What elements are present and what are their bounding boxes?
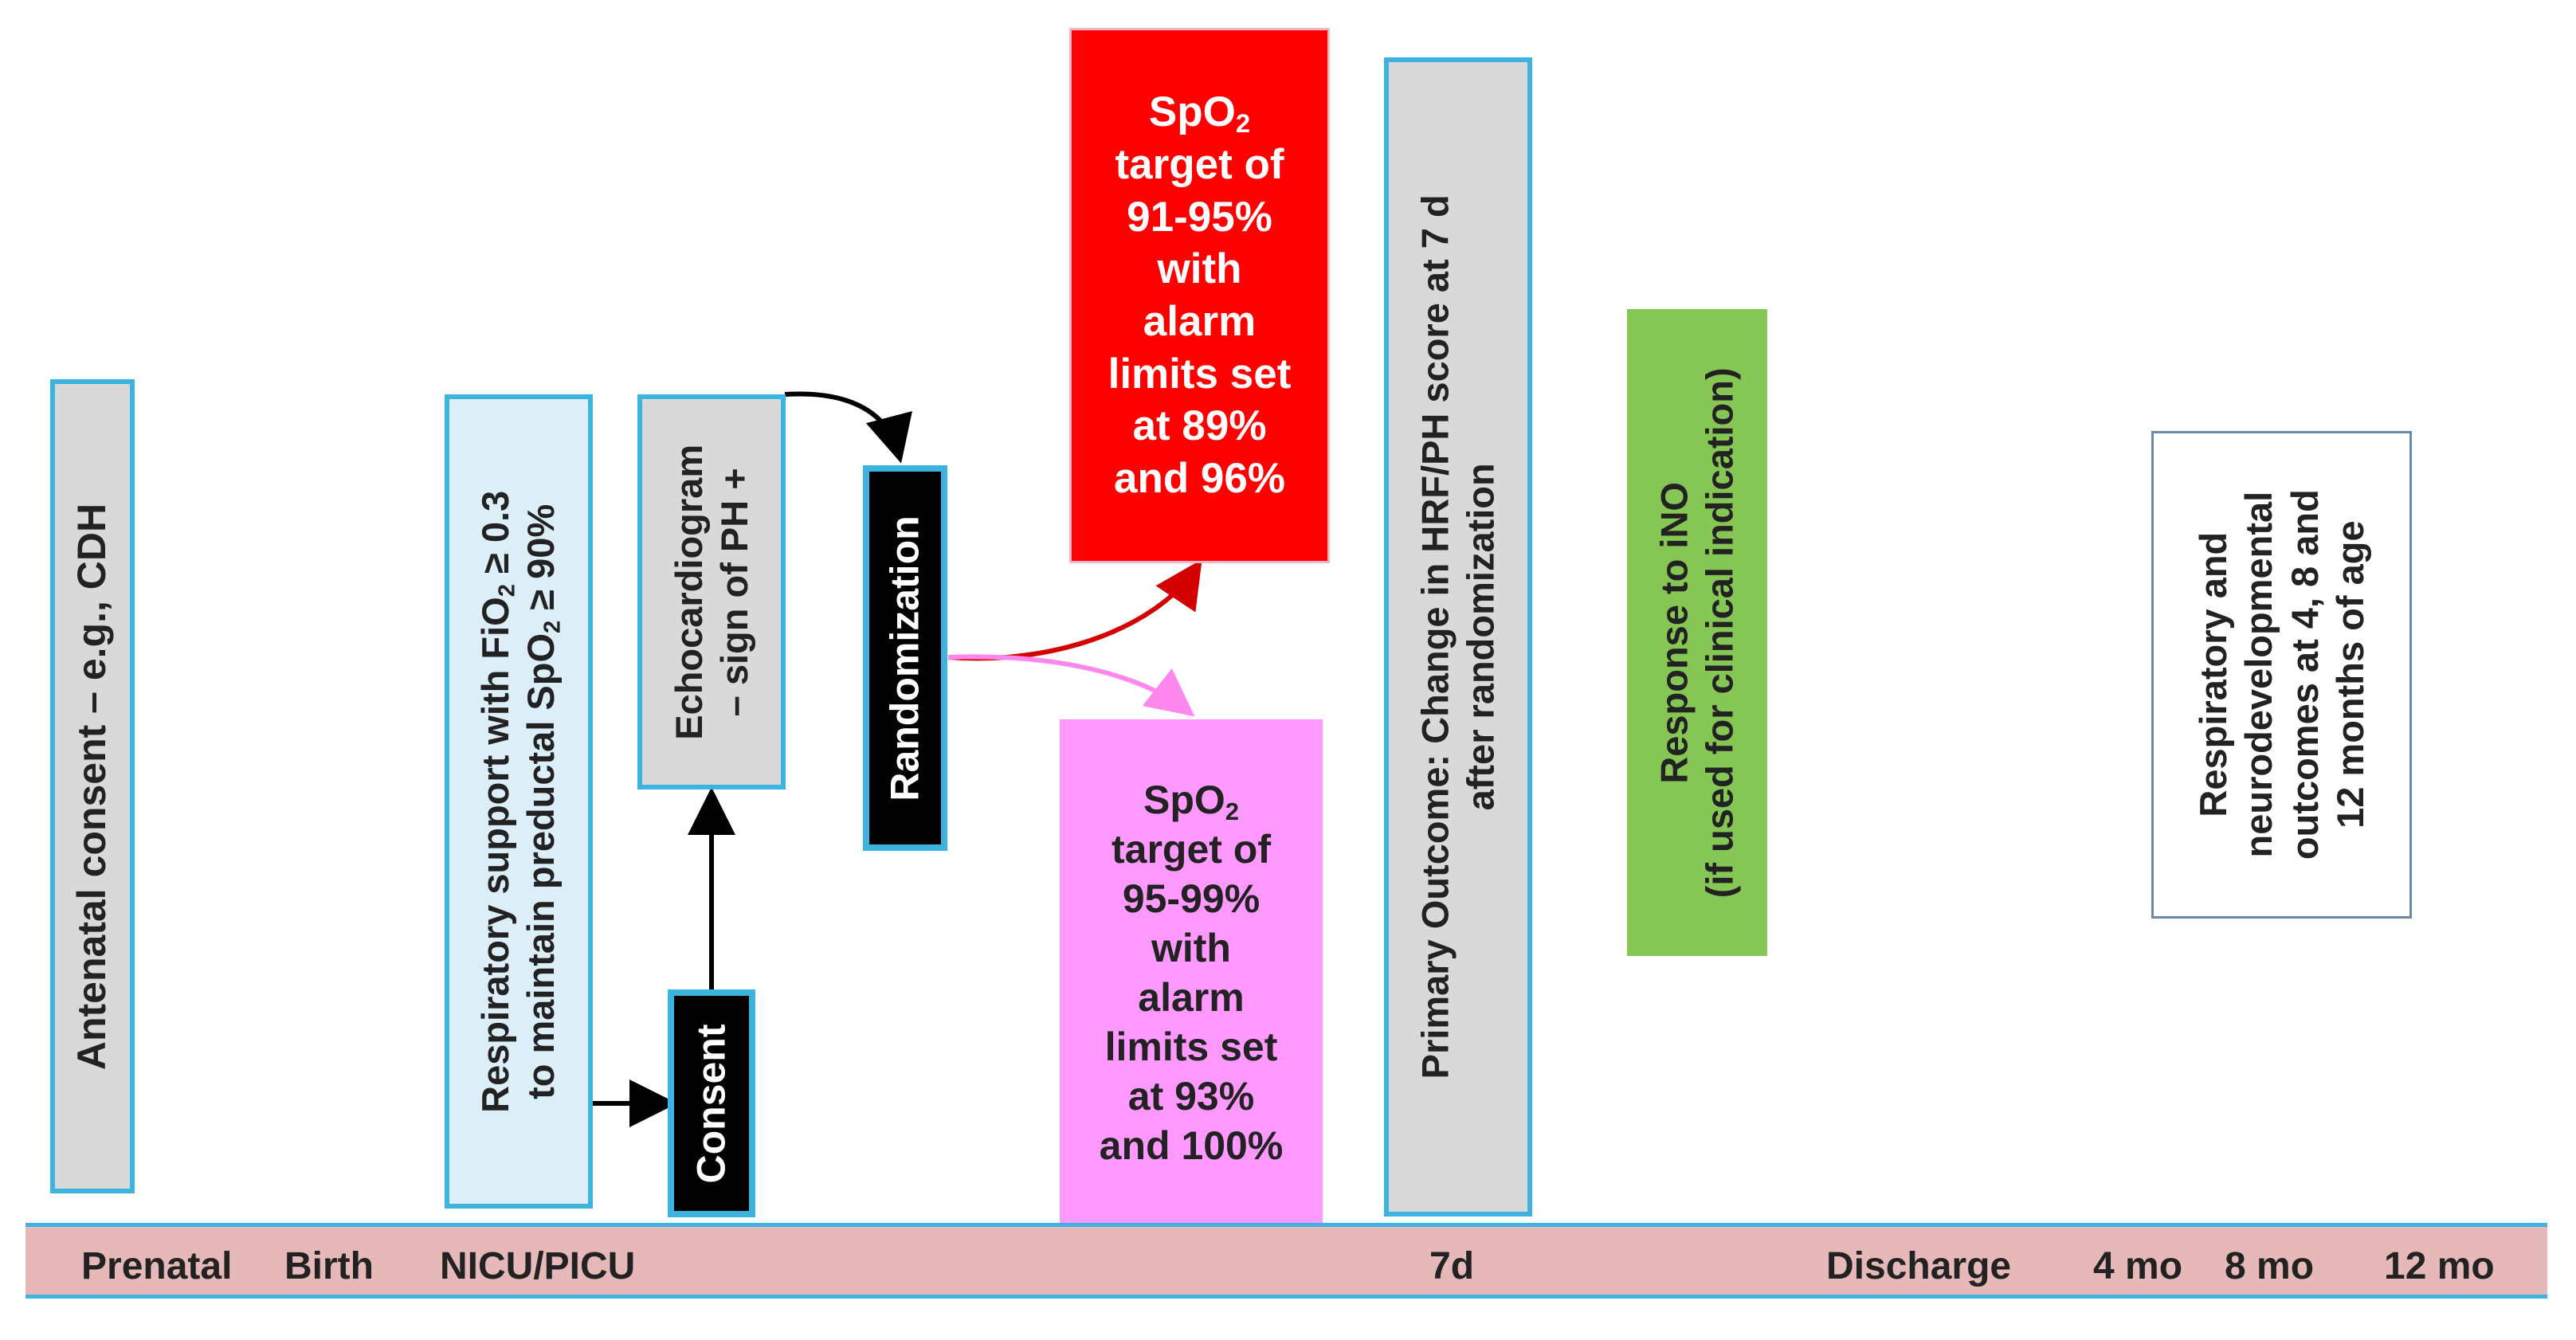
followup-line: outcomes at 4, 8 and xyxy=(2283,489,2326,860)
red-target-line: with xyxy=(1157,245,1242,293)
respiratory-support-line2: to maintain preductal SpO2 ≥ 90% xyxy=(520,503,567,1099)
echocardiogram-line1: Echocardiogram xyxy=(667,444,710,740)
red-target-line: and 96% xyxy=(1113,455,1285,503)
timeline-label-prenatal: Prenatal xyxy=(81,1245,233,1287)
followup-line: Respiratory and xyxy=(2191,532,2234,817)
echocardiogram-box: Echocardiogram – sign of PH + xyxy=(637,394,786,790)
randomization-label: Randomization xyxy=(882,515,927,801)
respiratory-support-box: Respiratory support with FiO2 ≥ 0.3 to m… xyxy=(445,394,593,1209)
primary-outcome-line2: after randomization xyxy=(1460,463,1502,811)
spo2-target-95-99-box: SpO2 target of 95-99% with alarm limits … xyxy=(1060,719,1323,1225)
red-target-line: at 89% xyxy=(1132,402,1267,450)
pink-target-title: SpO2 xyxy=(1143,777,1240,825)
pink-target-line: and 100% xyxy=(1099,1123,1284,1168)
antenatal-consent-label: Antenatal consent – e.g., CDH xyxy=(69,503,115,1070)
consent-box: Consent xyxy=(668,989,755,1217)
pink-target-line: with xyxy=(1151,925,1231,970)
antenatal-consent-box: Antenatal consent – e.g., CDH xyxy=(50,379,135,1193)
red-target-line: alarm xyxy=(1143,298,1257,345)
followup-outcomes-box: Respiratory and neurodevelopmental outco… xyxy=(2151,431,2412,919)
timeline-label-birth: Birth xyxy=(284,1245,374,1287)
timeline-label-12mo: 12 mo xyxy=(2384,1245,2495,1287)
red-target-line: target of xyxy=(1115,140,1284,188)
response-ino-box: Response to iNO (if used for clinical in… xyxy=(1627,309,1767,956)
timeline-bar: Prenatal Birth NICU/PICU 7d Discharge 4 … xyxy=(25,1223,2547,1299)
timeline-label-nicu-picu: NICU/PICU xyxy=(440,1245,636,1287)
pink-target-line: alarm xyxy=(1138,974,1245,1020)
response-ino-line1: Response to iNO xyxy=(1653,481,1696,784)
arrow-randomization-to-red-target xyxy=(947,559,1202,661)
consent-label: Consent xyxy=(688,1024,734,1183)
randomization-box: Randomization xyxy=(863,465,947,851)
timeline-label-8mo: 8 mo xyxy=(2225,1245,2315,1287)
followup-line: 12 months of age xyxy=(2328,520,2371,829)
pink-target-line: limits set xyxy=(1104,1024,1278,1069)
timeline-label-7d: 7d xyxy=(1429,1245,1475,1287)
spo2-target-91-95-box: SpO2 target of 91-95% with alarm limits … xyxy=(1069,28,1330,563)
primary-outcome-box: Primary Outcome: Change in HRF/PH score … xyxy=(1384,57,1532,1217)
primary-outcome-line1: Primary Outcome: Change in HRF/PH score … xyxy=(1413,194,1457,1079)
arrow-echo-to-randomization xyxy=(784,391,912,464)
arrow-randomization-to-pink-target xyxy=(947,654,1195,717)
pink-target-line: at 93% xyxy=(1127,1073,1255,1119)
pink-target-line: target of xyxy=(1111,826,1271,872)
echocardiogram-line2: – sign of PH + xyxy=(713,467,756,717)
response-ino-line2: (if used for clinical indication) xyxy=(1699,367,1741,898)
timeline-label-discharge: Discharge xyxy=(1826,1245,2012,1287)
followup-line: neurodevelopmental xyxy=(2237,492,2280,858)
timeline-label-4mo: 4 mo xyxy=(2093,1245,2183,1287)
red-target-line: limits set xyxy=(1108,350,1292,398)
red-target-line: 91-95% xyxy=(1127,193,1272,241)
red-target-title: SpO2 xyxy=(1148,88,1251,139)
respiratory-support-line1: Respiratory support with FiO2 ≥ 0.3 xyxy=(474,490,520,1113)
pink-target-line: 95-99% xyxy=(1122,876,1261,921)
